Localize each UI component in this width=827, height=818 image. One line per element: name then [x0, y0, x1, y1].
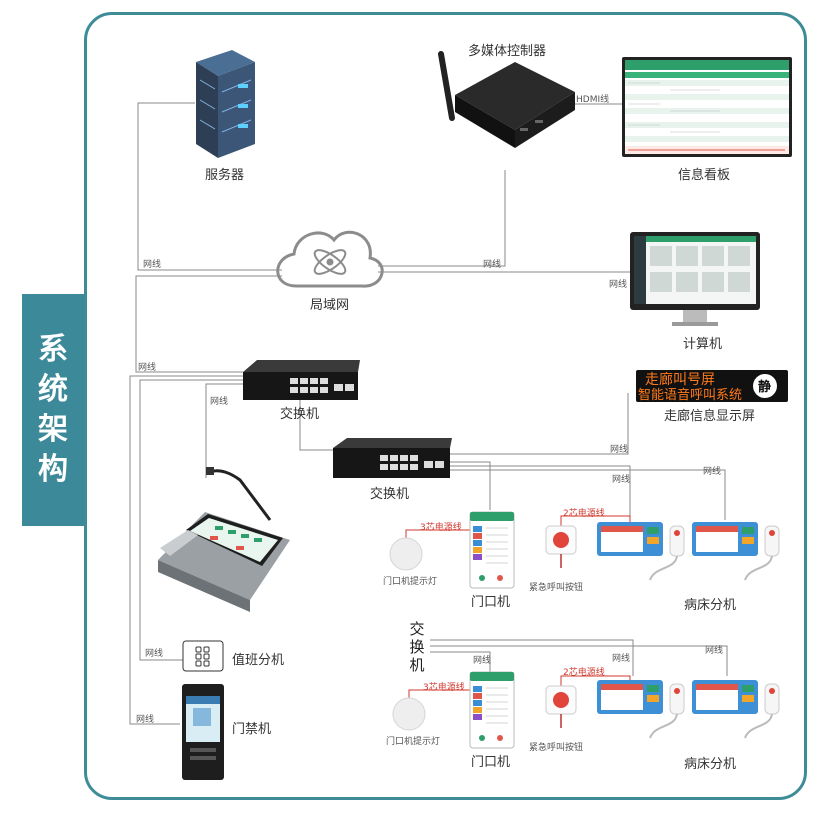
switch-2-label: 交换机 [370, 487, 410, 502]
wire-label: 网线 [136, 715, 155, 725]
power-3-label: 3芯电源线 [420, 523, 462, 533]
side-title-char: 架 [38, 412, 68, 447]
bedside-unit-icon [597, 522, 685, 581]
door-unit-1-icon [469, 511, 515, 589]
info-board-icon [622, 57, 792, 157]
duty-extension-icon [182, 640, 224, 672]
network-wires [129, 102, 728, 725]
power-3-label: 3芯电源线 [423, 683, 465, 693]
corridor-display-icon [636, 370, 788, 402]
door-lamp-2-label: 门口机提示灯 [386, 737, 441, 747]
switch-1-icon [243, 360, 360, 400]
bedside-unit-1-label: 病床分机 [684, 598, 737, 613]
wire-label: 网线 [612, 654, 631, 664]
wire-label: 网线 [609, 280, 628, 290]
duty-extension-label: 值班分机 [232, 653, 285, 668]
bedside-unit-2-label: 病床分机 [684, 757, 737, 772]
corridor-display-label: 走廊信息显示屏 [664, 409, 756, 424]
wire-label: 网线 [210, 397, 229, 407]
door-unit-2-label: 门口机 [471, 755, 511, 770]
duty-station-icon [158, 467, 290, 612]
wire-label: 网线 [473, 656, 492, 666]
side-title-char: 构 [38, 452, 68, 487]
lan-label: 局域网 [310, 298, 350, 313]
door-lamp-2-icon [392, 697, 426, 731]
lan-cloud-icon [276, 230, 384, 288]
power-2-label: 2芯电源线 [563, 509, 605, 519]
computer-label: 计算机 [683, 337, 723, 352]
bedside-unit-icon [692, 680, 780, 739]
bedside-unit-icon [597, 680, 685, 739]
info-board-label: 信息看板 [678, 168, 731, 183]
emergency-button-1-icon [545, 525, 577, 568]
door-lamp-1-icon [389, 537, 423, 571]
media-controller-icon [438, 51, 575, 148]
led-badge: 静 [758, 379, 771, 395]
side-title-char: 统 [38, 372, 68, 407]
led-line-1: 走廊叫号屏 [645, 371, 715, 388]
bedside-unit-icon [692, 522, 780, 581]
hdmi-label: HDMI线 [576, 95, 610, 105]
switch-1-label: 交换机 [280, 407, 320, 422]
server-icon [196, 50, 255, 158]
side-title-char: 系 [38, 332, 68, 367]
door-lamp-1-label: 门口机提示灯 [383, 577, 438, 587]
access-control-icon [182, 684, 224, 780]
server-label: 服务器 [205, 168, 245, 183]
wire-label: 网线 [145, 649, 164, 659]
emergency-button-2-icon [545, 685, 577, 728]
computer-icon [630, 232, 760, 326]
emergency-button-1-label: 紧急呼叫按钮 [529, 583, 584, 593]
wire-label: 网线 [143, 260, 162, 270]
wire-label: 网线 [612, 475, 631, 485]
door-unit-2-icon [469, 671, 515, 749]
power-2-label: 2芯电源线 [563, 668, 605, 678]
wire-label: 网线 [483, 260, 502, 270]
access-control-label: 门禁机 [232, 722, 272, 737]
emergency-button-2-label: 紧急呼叫按钮 [529, 743, 584, 753]
door-unit-1-label: 门口机 [471, 595, 511, 610]
switch-3-label: 交换机 [409, 620, 425, 674]
switch-2-icon [333, 438, 452, 478]
media-controller-label: 多媒体控制器 [468, 44, 547, 59]
wire-label: 网线 [703, 467, 722, 477]
wire-label: 网线 [138, 363, 157, 373]
side-title-tab: 系 统 架 构 [22, 294, 84, 526]
wire-label: 网线 [705, 646, 724, 656]
led-line-2: 智能语音呼叫系统 [638, 387, 742, 403]
wire-label: 网线 [610, 445, 629, 455]
